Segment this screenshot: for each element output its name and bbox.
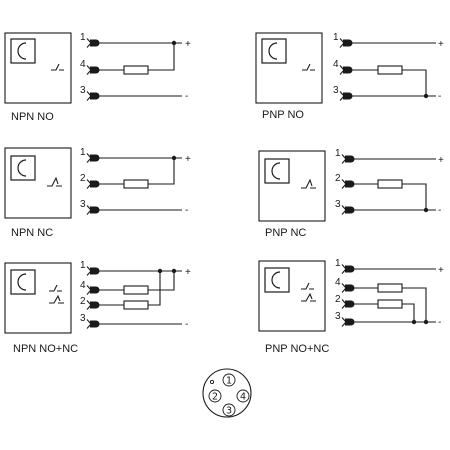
pin-label: 1 [80, 32, 86, 43]
no-switch-symbol [301, 282, 314, 290]
minus-terminal: - [438, 91, 441, 102]
minus-terminal: - [185, 319, 188, 330]
wiring [96, 42, 182, 97]
connector-key-dot [209, 379, 215, 385]
pin-label: 4 [80, 280, 86, 291]
connector-face [202, 368, 252, 418]
pin-label: 4 [333, 59, 339, 70]
junction-dot [423, 207, 429, 213]
pin-label: 4 [80, 59, 86, 70]
plus-terminal: + [185, 267, 191, 278]
pin-label: 3 [335, 199, 341, 210]
pin-label: 3 [80, 85, 86, 96]
pin-label: 3 [335, 311, 341, 322]
plus-terminal: + [438, 155, 444, 166]
load-resistor [377, 299, 403, 309]
load-resistor [123, 285, 149, 295]
load-resistor [123, 179, 149, 189]
diagram-caption: PNP NO+NC [265, 343, 329, 355]
diagram-pnp-nc: 1 2 3 + - PNP NC [258, 148, 444, 239]
junction-dot [157, 268, 163, 274]
nc-switch-symbol [47, 176, 62, 187]
pin-label: 1 [333, 32, 339, 43]
pin-label: 2 [335, 173, 341, 184]
pin-label: 1 [80, 147, 86, 158]
diagram-caption: NPN NC [11, 227, 53, 239]
pin-label: 3 [333, 85, 339, 96]
diagram-caption: PNP NC [265, 227, 306, 239]
diagram-pnp-no-nc: 1 4 2 3 + - PNP NO+NC [258, 258, 444, 355]
junction-dot [171, 40, 177, 46]
load-resistor [377, 179, 403, 189]
connector-pinout: 1 2 4 3 [202, 368, 252, 418]
load-resistor [123, 65, 149, 75]
load-resistor [377, 65, 403, 75]
sensor-housing [4, 32, 72, 104]
wiring [96, 270, 182, 325]
connector-pin-circle [222, 373, 236, 387]
pin-label: 1 [335, 148, 341, 159]
diagram-caption: NPN NO [11, 111, 54, 123]
connector-pin-circle [236, 389, 250, 403]
pin-label: 1 [335, 258, 341, 269]
pin-label: 4 [335, 277, 341, 288]
junction-dot [171, 155, 177, 161]
load-resistor [123, 300, 149, 310]
connector-pin-circle [208, 389, 222, 403]
plus-terminal: + [438, 39, 444, 50]
diagram-pnp-no: 1 4 3 + - PNP NO [255, 32, 444, 121]
nc-switch-symbol [49, 294, 64, 304]
connector-pin-label: 4 [240, 392, 246, 403]
connector-pin-label: 3 [226, 406, 232, 417]
pin-label: 2 [80, 173, 86, 184]
wiring [96, 157, 182, 211]
load-resistor [377, 283, 403, 293]
diagram-caption: PNP NO [262, 109, 304, 121]
pin-label: 3 [80, 199, 86, 210]
connector-pin-label: 2 [212, 392, 218, 403]
junction-dot [423, 93, 429, 99]
minus-terminal: - [185, 205, 188, 216]
pin-label: 2 [335, 294, 341, 305]
plus-terminal: + [438, 265, 444, 276]
no-switch-symbol [51, 63, 64, 71]
no-switch-symbol [49, 284, 62, 292]
pin-label: 3 [80, 313, 86, 324]
diagram-npn-nc: 1 2 3 + - NPN NC [4, 147, 191, 239]
wiring [351, 158, 436, 211]
wiring [349, 42, 436, 97]
sensor-housing [255, 32, 323, 104]
junction-dot [423, 319, 429, 325]
diagram-npn-no: 1 4 3 + - NPN NO [4, 32, 191, 123]
diagram-caption: NPN NO+NC [13, 343, 78, 355]
connector-pin-circle [222, 403, 236, 417]
sensor-housing [4, 262, 72, 334]
no-switch-symbol [302, 63, 315, 71]
sensor-housing [258, 260, 326, 332]
plus-terminal: + [185, 39, 191, 50]
junction-dot [411, 319, 417, 325]
minus-terminal: - [438, 317, 441, 328]
pin-label: 2 [80, 296, 86, 307]
plus-terminal: + [185, 154, 191, 165]
pin-label: 1 [80, 260, 86, 271]
minus-terminal: - [438, 205, 441, 216]
nc-switch-symbol [301, 178, 316, 189]
minus-terminal: - [185, 91, 188, 102]
nc-switch-symbol [301, 292, 316, 302]
wiring [351, 268, 436, 323]
diagram-npn-no-nc: 1 4 2 3 + - NPN NO+NC [4, 260, 191, 355]
sensor-housing [4, 147, 72, 219]
connector-pin-label: 1 [226, 376, 232, 387]
sensor-housing [258, 150, 326, 222]
junction-dot [171, 268, 177, 274]
